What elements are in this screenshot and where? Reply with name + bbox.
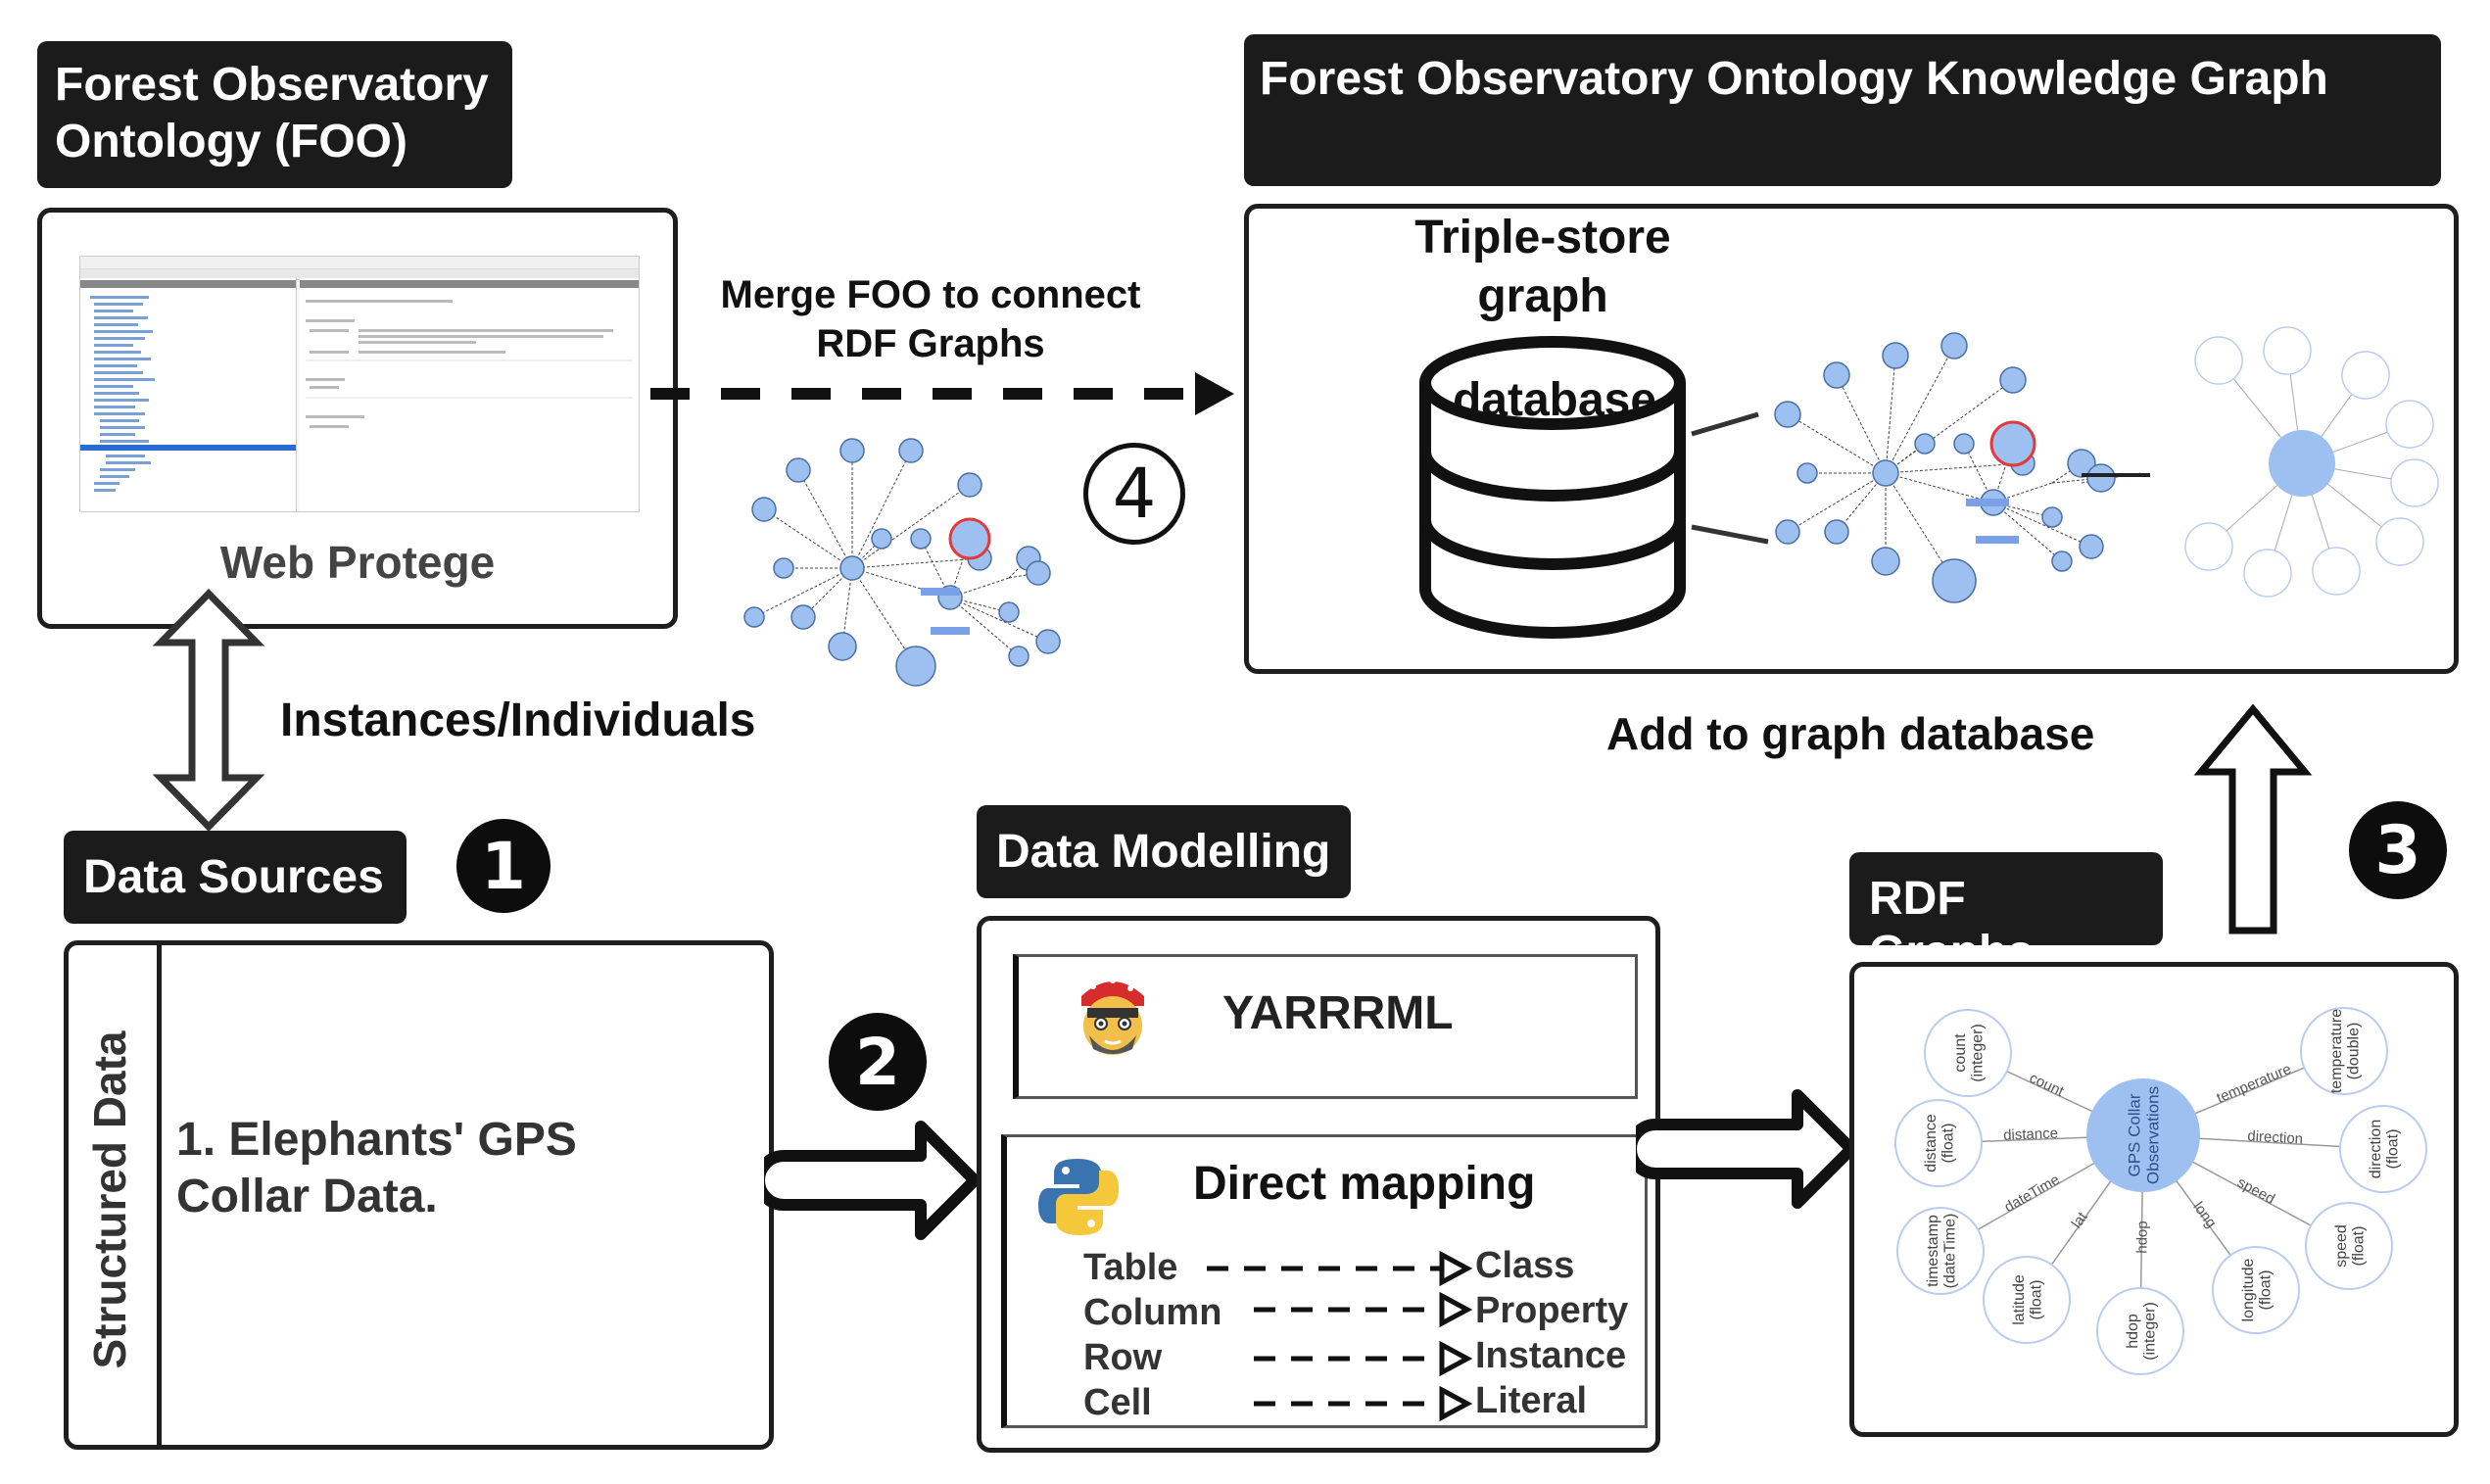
step-4-badge: 4 — [1083, 443, 1185, 545]
direct-mapping-box: Direct mapping Table Class Column Proper… — [1001, 1134, 1648, 1428]
protege-screenshot — [79, 256, 640, 512]
rdf-literal-node — [1894, 1099, 1983, 1187]
protege-class-tree — [80, 296, 296, 492]
rdf-literal-node — [1896, 1207, 1985, 1295]
rdf-literal-node-label: count(integer) — [1952, 1024, 1987, 1082]
step-3-badge: 3 — [2349, 801, 2447, 899]
rdf-literal-node — [2339, 1105, 2427, 1193]
yarrrml-box: YARRRML — [1013, 954, 1638, 1099]
rdf-edge-label: distance — [2003, 1125, 2058, 1144]
rdf-literal-node-label: speed(float) — [2333, 1224, 2368, 1268]
rdf-edge-label: speed — [2234, 1174, 2277, 1208]
rdf-literal-node — [2300, 1007, 2388, 1095]
step-1-badge: 1 — [456, 819, 551, 913]
dataset-label: 1. Elephants' GPS Collar Data. — [176, 1114, 577, 1222]
rdf-literal-node-label: temperature(double) — [2328, 1009, 2363, 1093]
rdf-literal-node-label: hdop(integer) — [2125, 1302, 2159, 1361]
mapping-from-table: Table — [1083, 1247, 1178, 1288]
data-modelling-frame: YARRRML Direct mapping Table Class Colum… — [977, 916, 1660, 1453]
data-sources-frame: Structured Data 1. Elephants' GPS Collar… — [64, 940, 774, 1450]
rdf-literal-node-label: distance(float) — [1923, 1114, 1957, 1173]
mapping-to-property: Property — [1475, 1290, 1629, 1331]
mapping-from-cell: Cell — [1083, 1382, 1152, 1423]
protege-details-pane — [306, 300, 633, 428]
web-protege-frame: Web Protege — [37, 208, 678, 629]
rdf-edge-label: count — [2027, 1070, 2067, 1100]
rdf-graphs-title: RDF Graphs — [1849, 852, 2163, 979]
kg-frame: Triple-store graph database — [1244, 204, 2459, 674]
rdf-literal-node — [2096, 1287, 2184, 1375]
mapping-arrows — [1207, 1250, 1473, 1422]
triple-store-label: Triple-store graph — [1414, 212, 1671, 322]
kg-graph-thumbnail — [1774, 332, 2150, 603]
db-connector-lines — [1691, 411, 1769, 545]
rdf-literal-node-label: timestamp(dateTime) — [1925, 1214, 1959, 1289]
web-protege-label: Web Protege — [219, 537, 496, 588]
structured-data-divider — [157, 945, 162, 1445]
instances-label: Instances/Individuals — [280, 694, 756, 746]
database-icon — [1419, 336, 1686, 639]
rdf-literal-node-label: direction(float) — [2368, 1120, 2402, 1178]
mapping-to-instance: Instance — [1475, 1335, 1627, 1376]
rdf-literal-node — [2305, 1202, 2393, 1290]
rdf-literal-node-label: longitude(float) — [2240, 1258, 2275, 1321]
foo-title: Forest Observatory Ontology (FOO) — [37, 41, 512, 188]
rdf-literal-node — [1924, 1009, 2012, 1097]
pirate-icon — [1081, 978, 1144, 1055]
kg-title: Forest Observatory Ontology Knowledge Gr… — [1244, 34, 2441, 186]
database-label: database — [1452, 374, 1657, 426]
structured-data-label: Structured Data — [84, 1030, 135, 1369]
data-modelling-title: Data Modelling — [977, 805, 1351, 898]
merge-dashed-arrow — [650, 372, 1234, 415]
rdf-edge-label: long — [2189, 1199, 2219, 1231]
merge-label: Merge FOO to connect RDF Graphs — [720, 273, 1141, 365]
rdf-edge-label: direction — [2247, 1127, 2304, 1147]
rdf-graphs-frame: count temperature direction speed long hdop la… — [1849, 962, 2459, 1437]
mapping-to-class: Class — [1475, 1245, 1575, 1286]
rdf-graph: count temperature direction speed long hdop la… — [1894, 1007, 2427, 1375]
double-arrow — [152, 588, 265, 833]
arrow-to-modelling — [764, 1121, 981, 1240]
rdf-edge-label: hdop — [2133, 1221, 2150, 1254]
mapping-from-column: Column — [1083, 1292, 1222, 1333]
rdf-edge-label: temperature — [2214, 1061, 2293, 1107]
data-sources-title: Data Sources — [64, 831, 407, 924]
direct-mapping-label: Direct mapping — [1193, 1158, 1536, 1210]
mapping-to-literal: Literal — [1475, 1380, 1588, 1421]
arrow-to-rdf — [1636, 1089, 1857, 1209]
up-arrow — [2193, 703, 2313, 934]
mapping-from-row: Row — [1083, 1337, 1163, 1378]
kg-rdf-mini-graph — [2184, 326, 2439, 598]
merged-graph-thumbnail — [743, 438, 1061, 687]
rdf-center-node-label: GPS CollarObservations — [2126, 1086, 2163, 1184]
rdf-literal-node — [1983, 1256, 2071, 1344]
python-icon — [1038, 1159, 1119, 1235]
add-to-graph-label: Add to graph database — [1606, 708, 2095, 759]
rdf-center-node — [2086, 1078, 2200, 1192]
yarrrml-label: YARRRML — [1222, 987, 1454, 1039]
rdf-literal-node — [2212, 1246, 2300, 1334]
rdf-literal-node-label: latitude(float) — [2011, 1274, 2045, 1325]
rdf-edge-label: dateTime — [2001, 1172, 2062, 1216]
step-2-badge: 2 — [829, 1013, 927, 1111]
